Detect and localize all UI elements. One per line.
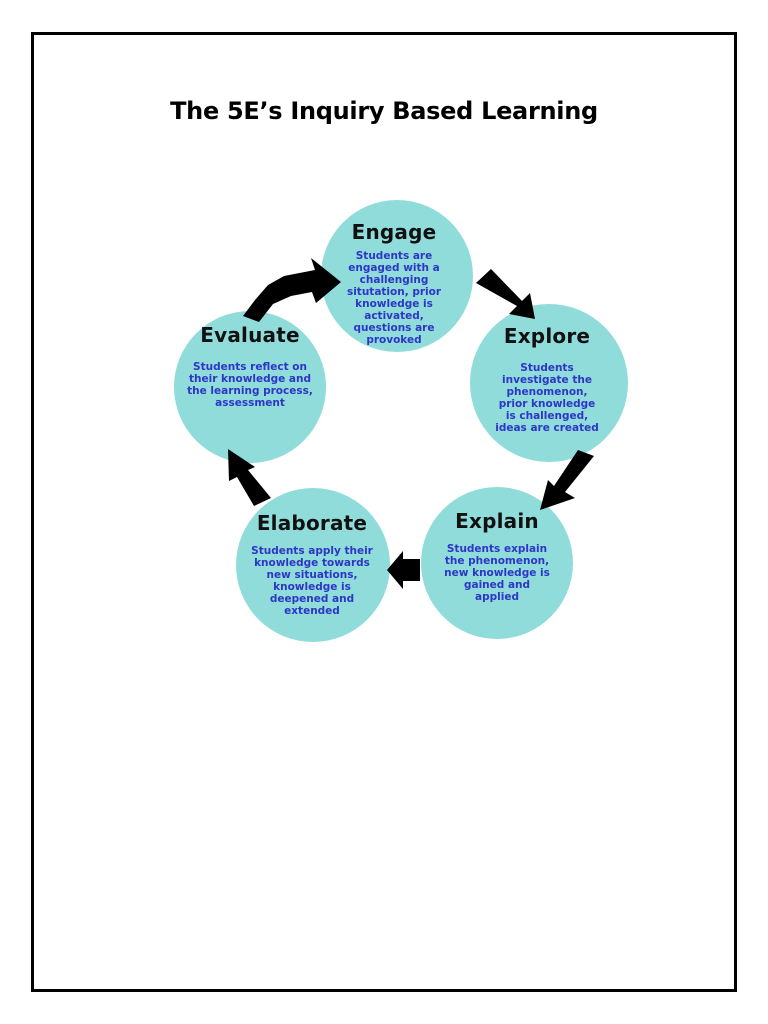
circle-explore — [470, 304, 628, 462]
phase-explore-description: Students investigate the phenomenon, pri… — [495, 362, 599, 434]
phase-evaluate-description: Students reflect on their knowledge and … — [187, 361, 313, 409]
arrow-engage-to-explore — [476, 269, 535, 319]
phase-engage-label: Engage — [351, 220, 437, 244]
arrow-evaluate-to-engage — [243, 258, 341, 322]
arrow-elaborate-to-evaluate — [228, 449, 271, 506]
phase-explain: Explain Students explain the phenomenon,… — [422, 487, 572, 637]
phase-evaluate: Evaluate Students reflect on their knowl… — [175, 307, 325, 457]
phase-engage-description: Students are engaged with a challenging … — [346, 250, 442, 346]
circle-elaborate — [236, 488, 390, 642]
phase-engage: Engage Students are engaged with a chall… — [319, 200, 469, 350]
phase-explore: Explore Students investigate the phenome… — [472, 304, 622, 454]
phase-explain-description: Students explain the phenomenon, new kno… — [444, 543, 550, 603]
arrow-explore-to-explain — [540, 450, 594, 510]
phase-elaborate-description: Students apply their knowledge towards n… — [251, 545, 373, 617]
phase-explore-label: Explore — [503, 324, 591, 348]
diagram-title: The 5E’s Inquiry Based Learning — [170, 97, 598, 125]
phase-evaluate-label: Evaluate — [200, 323, 300, 347]
arrow-explain-to-elaborate — [387, 551, 420, 589]
phase-elaborate: Elaborate Students apply their knowledge… — [237, 489, 387, 639]
phase-explain-label: Explain — [455, 509, 539, 533]
circle-engage — [321, 200, 473, 352]
phase-elaborate-label: Elaborate — [256, 511, 368, 535]
circle-explain — [421, 487, 573, 639]
circle-evaluate — [174, 311, 326, 463]
page-border — [31, 32, 737, 992]
